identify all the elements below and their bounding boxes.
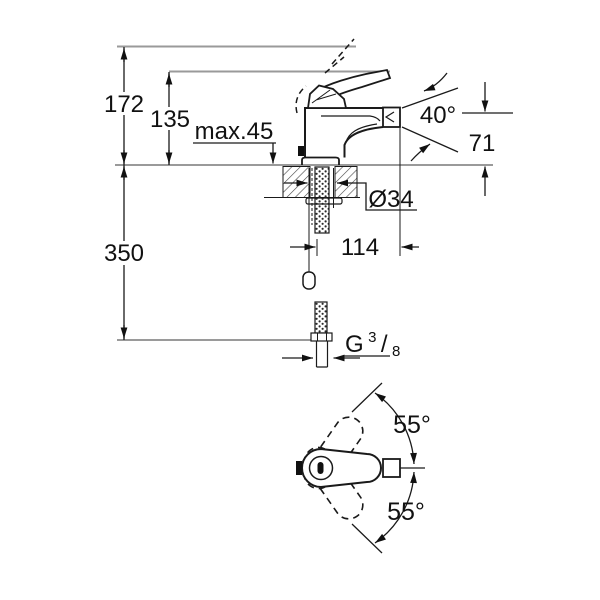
swivel-arc-lower [374,471,417,544]
swivel-down-label: 55° [387,498,425,526]
connection-pipe [315,341,329,368]
thread-label: G 3 / 8 [345,329,400,360]
label-mask [104,92,145,115]
thread-g: G [345,331,364,358]
raised-lever-top-edge [331,38,355,65]
faucet-top-view: 55° 55° [296,382,431,554]
label-mask [102,241,146,265]
thread-numerator: 3 [368,329,376,346]
deck-hatch-right [334,166,358,198]
faucet-side-view [295,38,401,165]
hose-nut [310,332,333,342]
spray-arc-lower [410,143,431,162]
spout-underside-curve [343,126,384,158]
dimension-hole-diameter [284,179,417,211]
faucet-body-outline [304,107,383,158]
dimension-spout-height [462,82,513,196]
spray-angle-label: 40° [420,102,456,129]
reference-lines [115,45,493,341]
pop-up-rod-knob [302,271,316,290]
aerator-mesh-mark [384,111,395,123]
dimension-spout-reach [290,128,419,256]
deck-hatch-left [282,166,311,198]
dimension-thread [282,354,390,362]
swivel-extension-upper [351,382,383,413]
dimension-max-deck-thickness [193,142,277,164]
thread-slash: / [381,331,388,358]
spout-inner-line [321,115,381,122]
swivel-up-label: 55° [393,411,431,439]
hose-length-label: 350 [104,240,144,267]
braided-hose [314,301,328,334]
body-height-label: 135 [150,106,190,133]
lever-raised-position [295,38,355,114]
swivel-angle-annotation [351,382,417,554]
hole-diameter-label: Ø34 [368,186,413,213]
mounting-flange [305,197,343,205]
spray-angle-annotation [401,72,459,162]
label-mask [150,107,190,130]
deck-cross-section [264,166,360,198]
spout-height-label: 71 [469,130,496,157]
spray-arc-upper [423,72,448,92]
lever-indicator-slot [317,462,324,474]
cartridge-cap-top-view [308,455,334,481]
handle-sketch-lines [311,89,337,104]
faucet-base [301,156,340,165]
raised-lever-arc [295,85,307,114]
connection-hose [310,301,333,368]
body-side-tab [298,146,304,156]
swivel-arc-upper [374,392,417,465]
thread-denominator: 8 [392,343,400,360]
raised-lever-bottom-edge [324,56,345,74]
body-rear-notch [296,461,302,475]
max-deck-thickness-label: max.45 [195,118,274,145]
total-height-label: 172 [104,91,144,118]
lever-top-view [301,447,382,489]
spray-line-upper [401,87,459,109]
spout-inner-curve [345,123,378,143]
mounting-shank [302,166,343,290]
spout-reach-label: 114 [341,234,379,261]
aerator-outlet [382,106,401,128]
swivel-extension-lower [351,523,383,554]
spray-line-lower [401,126,459,153]
threaded-shank [314,166,330,234]
spout-top-view [382,458,401,478]
